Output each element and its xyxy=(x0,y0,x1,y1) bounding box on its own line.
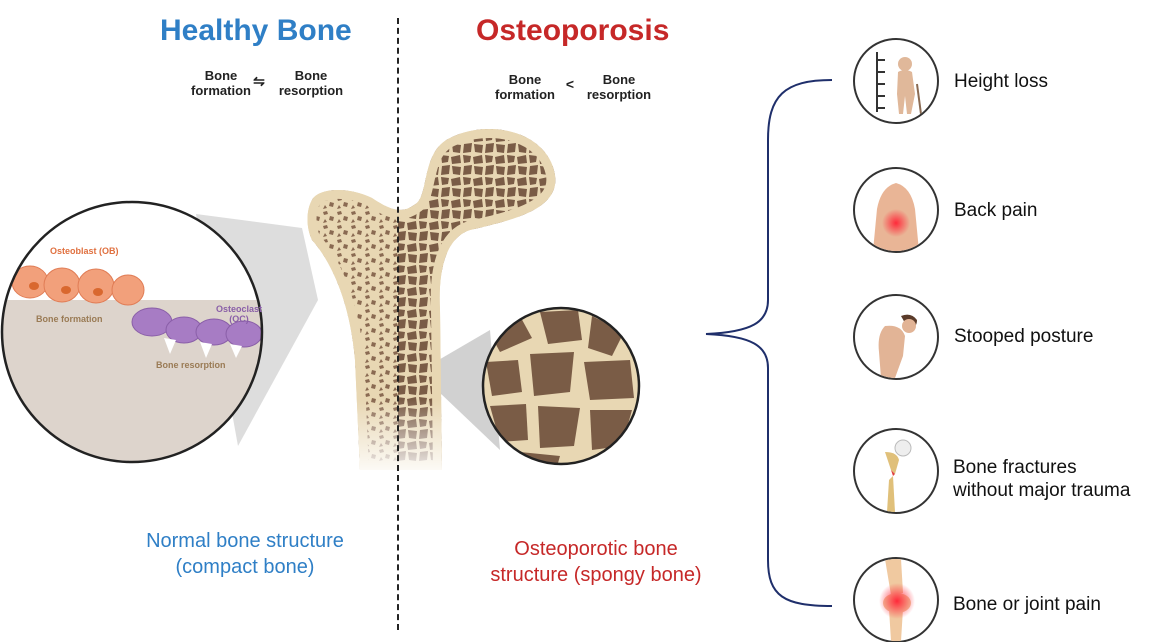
symptom-joint-pain: Bone or joint pain xyxy=(953,593,1101,616)
osteo-caption: Osteoporotic bone structure (spongy bone… xyxy=(460,536,732,588)
height-loss-icon xyxy=(853,38,939,124)
symptom-back-pain: Back pain xyxy=(954,199,1037,222)
healthy-caption: Normal bone structure (compact bone) xyxy=(100,528,390,580)
osteo-caption-line2: structure (spongy bone) xyxy=(460,562,732,588)
osteoclast-label-line2: (OC) xyxy=(212,314,266,324)
symptoms-bracket xyxy=(706,80,832,606)
joint-pain-icon xyxy=(853,557,939,642)
symptom-bone-fractures-line2: without major trauma xyxy=(953,479,1130,502)
healthy-caption-line2: (compact bone) xyxy=(100,554,390,580)
bone-resorption-inset-label: Bone resorption xyxy=(156,360,226,370)
symptom-height-loss: Height loss xyxy=(954,70,1048,93)
back-pain-icon xyxy=(853,167,939,253)
osteoclast-label: Osteoclast (OC) xyxy=(212,304,266,324)
section-divider xyxy=(397,18,399,630)
symptom-bone-fractures-line1: Bone fractures xyxy=(953,456,1130,479)
osteo-caption-line1: Osteoporotic bone xyxy=(460,536,732,562)
osteoporotic-bone-zoom-circle xyxy=(483,308,639,470)
symptom-bone-fractures: Bone fractures without major trauma xyxy=(953,456,1130,502)
healthy-caption-line1: Normal bone structure xyxy=(100,528,390,554)
bone-fracture-icon xyxy=(853,428,939,514)
symptom-stooped-posture: Stooped posture xyxy=(954,325,1093,348)
osteoblast-label: Osteoblast (OB) xyxy=(50,246,119,256)
osteoclast-label-line1: Osteoclast xyxy=(212,304,266,314)
bone-formation-inset-label: Bone formation xyxy=(36,314,103,324)
stooped-posture-icon xyxy=(853,294,939,380)
